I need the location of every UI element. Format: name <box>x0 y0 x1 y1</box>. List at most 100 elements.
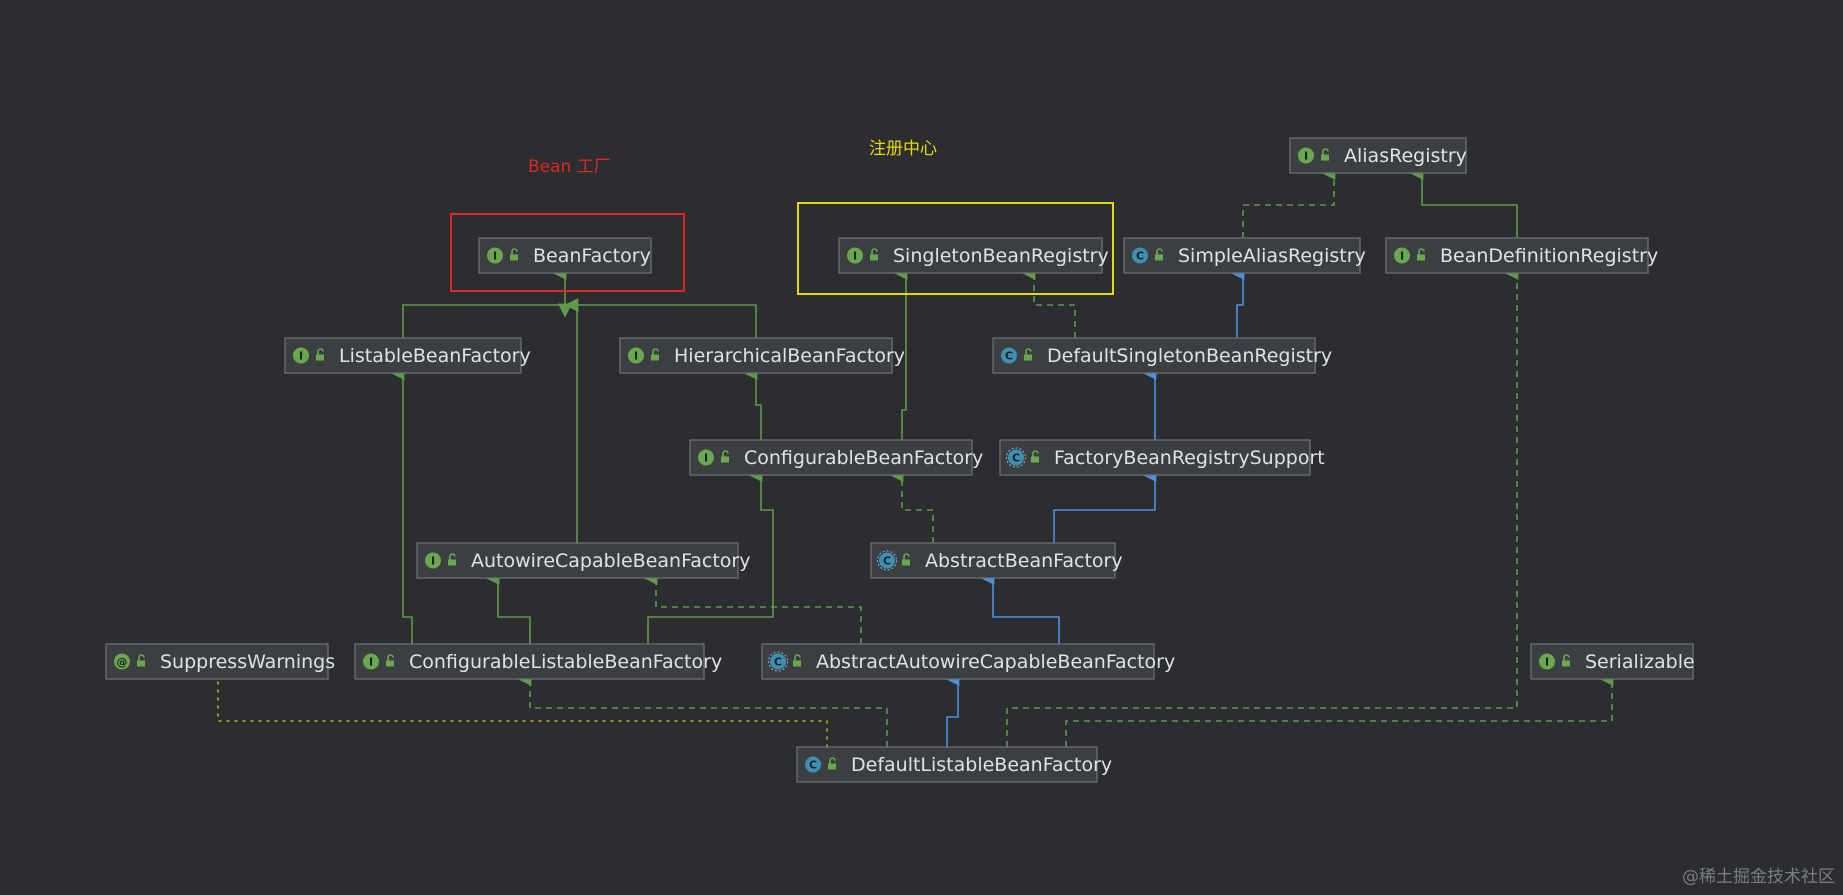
interface-icon: I <box>1539 653 1555 670</box>
interface-icon: I <box>847 247 863 264</box>
node-label: AliasRegistry <box>1344 145 1467 167</box>
node-label: DefaultListableBeanFactory <box>851 754 1112 776</box>
edge-default-listable-bean-factory-to-serializable <box>1065 672 1614 747</box>
node-label: AbstractBeanFactory <box>925 550 1123 572</box>
bean-factory-highlight-box <box>450 213 685 292</box>
public-lock-icon <box>137 654 145 667</box>
public-lock-icon <box>510 248 518 261</box>
badge-letter: C <box>809 759 817 772</box>
public-lock-icon <box>1562 654 1570 667</box>
public-lock-icon <box>793 654 801 667</box>
watermark: @稀土掘金技术社区 <box>1682 867 1835 887</box>
node-abstract-autowire-capable-bean-factory[interactable]: C AbstractAutowireCapableBeanFactory <box>761 643 1175 680</box>
node-suppress-warnings[interactable]: @SuppressWarnings <box>105 643 335 680</box>
node-box <box>796 746 1098 783</box>
edge-listable-bean-factory-to-bean-factory <box>402 266 567 338</box>
node-box <box>478 237 652 274</box>
node-label: SingletonBeanRegistry <box>893 245 1109 267</box>
public-lock-icon <box>902 553 910 566</box>
badge-letter: I <box>493 250 497 263</box>
node-singleton-bean-registry[interactable]: I SingletonBeanRegistry <box>838 237 1109 274</box>
edge-configurable-listable-bean-factory-to-listable-bean-factory <box>390 366 413 644</box>
edge-default-listable-bean-factory-to-configurable-listable-bean-factory <box>517 672 888 747</box>
interface-icon: I <box>628 347 644 364</box>
badge-letter: I <box>369 656 373 669</box>
badge-letter: I <box>853 250 857 263</box>
interface-icon: I <box>425 552 441 569</box>
badge-letter: I <box>634 350 638 363</box>
public-lock-icon <box>1417 248 1425 261</box>
edge-default-listable-bean-factory-to-suppress-warnings <box>217 678 828 748</box>
node-factory-bean-registry-support[interactable]: C FactoryBeanRegistrySupport <box>999 439 1325 476</box>
badge-letter: @ <box>117 656 128 669</box>
edge-abstract-bean-factory-to-factory-bean-registry-support <box>1053 468 1157 543</box>
node-serializable[interactable]: I Serializable <box>1530 643 1695 680</box>
public-lock-icon <box>316 348 324 361</box>
badge-letter: C <box>1012 452 1020 465</box>
badge-letter: I <box>299 350 303 363</box>
node-label: SimpleAliasRegistry <box>1178 245 1366 267</box>
node-label: DefaultSingletonBeanRegistry <box>1047 345 1332 367</box>
node-box <box>354 643 705 680</box>
interface-icon: I <box>363 653 379 670</box>
node-label: Serializable <box>1585 651 1695 673</box>
node-box <box>284 337 522 374</box>
interface-icon: I <box>1298 147 1314 164</box>
node-default-listable-bean-factory[interactable]: C DefaultListableBeanFactory <box>796 746 1112 783</box>
node-bean-definition-registry[interactable]: I BeanDefinitionRegistry <box>1385 237 1658 274</box>
edge-abstract-bean-factory-to-configurable-bean-factory <box>889 468 934 543</box>
node-box <box>999 439 1311 476</box>
public-lock-icon <box>651 348 659 361</box>
node-label: FactoryBeanRegistrySupport <box>1054 447 1325 469</box>
node-label: BeanDefinitionRegistry <box>1440 245 1658 267</box>
edge-default-singleton-bean-registry-to-simple-alias-registry <box>1230 266 1245 338</box>
public-lock-icon <box>828 757 836 770</box>
node-box <box>619 337 893 374</box>
public-lock-icon <box>1321 148 1329 161</box>
abstract-icon: C <box>1006 447 1026 468</box>
edge-configurable-listable-bean-factory-to-autowire-capable-bean-factory <box>485 571 531 644</box>
edge-configurable-listable-bean-factory-to-configurable-bean-factory <box>647 468 774 644</box>
node-label: HierarchicalBeanFactory <box>674 345 905 367</box>
badge-letter: C <box>1136 250 1144 263</box>
node-box <box>689 439 973 476</box>
node-label: ConfigurableListableBeanFactory <box>409 651 722 673</box>
edge-abstract-autowire-capable-bean-factory-to-autowire-capable-bean-factory <box>643 571 862 644</box>
public-lock-icon <box>721 450 729 463</box>
edge-hierarchical-bean-factory-to-bean-factory <box>558 303 757 338</box>
public-lock-icon <box>1024 348 1032 361</box>
node-box <box>1123 237 1361 274</box>
edge-bean-definition-registry-to-alias-registry <box>1409 166 1518 238</box>
node-abstract-bean-factory[interactable]: C AbstractBeanFactory <box>870 542 1123 579</box>
node-box <box>416 542 739 579</box>
abstract-icon: C <box>877 550 897 571</box>
badge-letter: C <box>1005 350 1013 363</box>
edge-abstract-autowire-capable-bean-factory-to-abstract-bean-factory <box>980 571 1060 644</box>
node-configurable-listable-bean-factory[interactable]: I ConfigurableListableBeanFactory <box>354 643 722 680</box>
annotation-icon: @ <box>114 653 130 670</box>
interface-icon: I <box>1394 247 1410 264</box>
badge-letter: C <box>883 555 891 568</box>
public-lock-icon <box>386 654 394 667</box>
node-hierarchical-bean-factory[interactable]: I HierarchicalBeanFactory <box>619 337 905 374</box>
class-icon: C <box>1001 347 1017 364</box>
node-label: AbstractAutowireCapableBeanFactory <box>816 651 1175 673</box>
badge-letter: I <box>1545 656 1549 669</box>
badge-letter: I <box>1304 150 1308 163</box>
node-box <box>1385 237 1649 274</box>
edge-configurable-bean-factory-to-hierarchical-bean-factory <box>743 366 762 440</box>
node-simple-alias-registry[interactable]: C SimpleAliasRegistry <box>1123 237 1366 274</box>
node-alias-registry[interactable]: I AliasRegistry <box>1289 137 1467 174</box>
badge-letter: C <box>774 656 782 669</box>
badge-letter: I <box>1400 250 1404 263</box>
edges-layer <box>217 166 1614 748</box>
interface-icon: I <box>698 449 714 466</box>
node-default-singleton-bean-registry[interactable]: C DefaultSingletonBeanRegistry <box>992 337 1332 374</box>
registry-center-caption: 注册中心 <box>869 139 937 159</box>
